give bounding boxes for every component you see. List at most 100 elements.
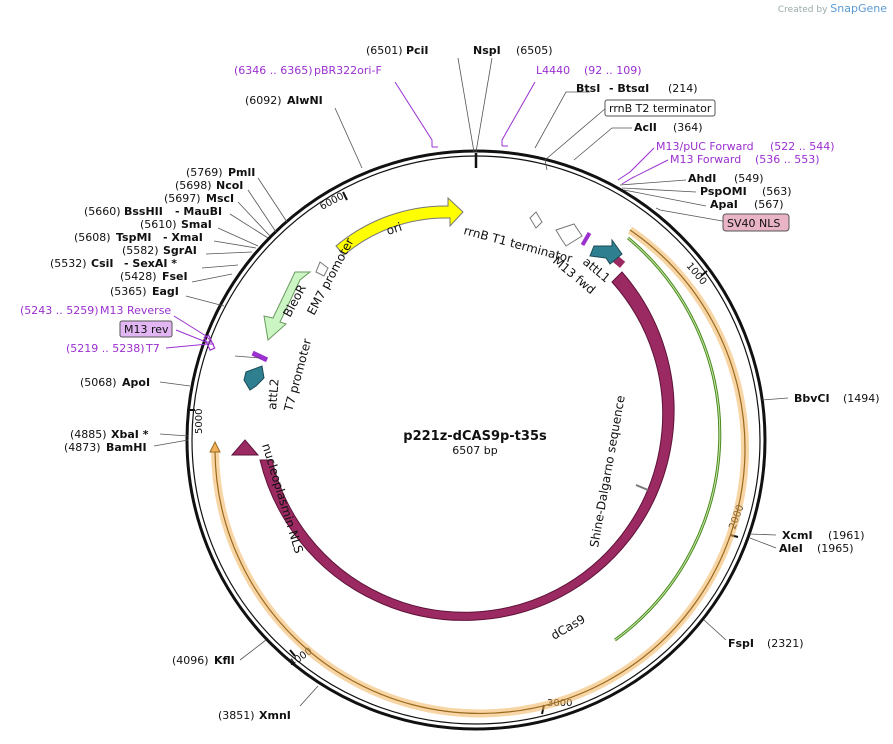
alwni-pos: (6092) xyxy=(245,94,282,107)
ahdi-name: AhdI xyxy=(688,172,716,185)
dcas9-arc xyxy=(259,271,675,621)
attl2-arrow xyxy=(243,365,265,391)
apoi-pos: (5068) xyxy=(80,376,117,389)
ori-arrow xyxy=(335,196,464,256)
bsshii-name: BssHII xyxy=(124,205,163,218)
ori-label: ori xyxy=(385,220,404,238)
ncoi-name: NcoI xyxy=(216,179,243,192)
xbai-name: XbaI * xyxy=(111,428,149,441)
bamhi-name: BamHI xyxy=(106,441,147,454)
bsshii-extra: - MauBI xyxy=(175,205,222,218)
orange-orf-line xyxy=(214,229,746,715)
xbai-pos: (4885) xyxy=(70,428,107,441)
fspi-name: FspI xyxy=(728,637,754,650)
smai-pos: (5610) xyxy=(140,218,177,231)
apai-pos: (567) xyxy=(754,198,784,211)
rrnb-t2-label: rrnB T2 terminator xyxy=(609,102,712,115)
m13rev-box-label: M13 rev xyxy=(124,323,169,336)
csii-name: CsiI xyxy=(91,257,113,270)
xmni-pos: (3851) xyxy=(218,709,255,722)
pcii-name: PciI xyxy=(406,44,428,57)
m13rev-name: M13 Reverse xyxy=(100,304,171,317)
kfli-pos: (4096) xyxy=(172,654,209,667)
btsi-name: BtsI xyxy=(576,82,600,95)
eagi-pos: (5365) xyxy=(110,285,147,298)
bbvci-pos: (1494) xyxy=(843,392,880,405)
tspmi-pos: (5608) xyxy=(74,231,111,244)
leader-lines xyxy=(153,57,789,707)
fsei-name: FseI xyxy=(162,270,188,283)
orange-orf-arrowhead xyxy=(209,440,221,453)
attl1-arrow xyxy=(589,238,623,265)
t7promoter-label: T7 promoter xyxy=(281,337,314,414)
kfli-name: KflI xyxy=(214,654,235,667)
btsi-extra: - BtsαI xyxy=(609,82,649,95)
eagi-name: EagI xyxy=(152,285,179,298)
t7-marker xyxy=(251,350,269,363)
apai-name: ApaI xyxy=(710,198,738,211)
credit-prefix: Created by xyxy=(777,5,828,15)
m13fwd-primer-name: M13 Forward xyxy=(670,153,741,166)
pspomi-name: PspOMI xyxy=(700,185,747,198)
em7-label: EM7 promoter xyxy=(304,236,356,318)
xcmi-pos: (1961) xyxy=(828,529,865,542)
m13rev-box xyxy=(119,320,173,338)
bamhi-pos: (4873) xyxy=(64,441,101,454)
btsi-pos: (214) xyxy=(668,82,698,95)
l4440-range: (92 .. 109) xyxy=(584,64,642,77)
msci-pos: (5697) xyxy=(164,192,201,205)
pbr322ori-name: pBR322ori-F xyxy=(314,64,382,77)
m13-fwd-marker xyxy=(580,231,592,247)
alwni-name: AlwNI xyxy=(287,94,323,107)
m13puc-name: M13/pUC Forward xyxy=(656,140,754,153)
m13fwd-primer-range: (536 .. 553) xyxy=(755,153,820,166)
pmli-pos: (5769) xyxy=(186,166,223,179)
snapgene-logo: SnapGene xyxy=(830,2,887,15)
sgrai-pos: (5582) xyxy=(122,244,159,257)
pmli-name: PmlI xyxy=(228,166,255,179)
m13puc-range: (522 .. 544) xyxy=(770,140,835,153)
shine-marker xyxy=(635,484,649,491)
nspi-name: NspI xyxy=(473,44,501,57)
csii-pos: (5532) xyxy=(50,257,87,270)
ncoi-pos: (5698) xyxy=(175,179,212,192)
alei-pos: (1965) xyxy=(817,542,854,555)
apoi-name: ApoI xyxy=(122,376,150,389)
ahdi-pos: (549) xyxy=(734,172,764,185)
tick-5000: 5000 xyxy=(194,409,205,434)
sgrai-name: SgrAI xyxy=(163,244,197,257)
attl2-label: attL2 xyxy=(265,378,282,410)
t7-name: T7 xyxy=(145,342,160,355)
tspmi-extra: - XmaI xyxy=(163,231,203,244)
fspi-pos: (2321) xyxy=(767,637,804,650)
pbr322ori-range: (6346 .. 6365) xyxy=(234,64,313,77)
bbvci-name: BbvCI xyxy=(794,392,830,405)
sv40-nls-box xyxy=(722,213,790,232)
enzyme-labels: (6501) PciI NspI (6505) (6092) AlwNI Bts… xyxy=(50,44,880,722)
l4440-name: L4440 xyxy=(536,64,570,77)
t7-range: (5219 .. 5238) xyxy=(66,342,145,355)
sv40-nls-label: SV40 NLS xyxy=(727,217,780,230)
xmni-name: XmnI xyxy=(259,709,291,722)
snapgene-credit: Created by SnapGene xyxy=(778,2,887,15)
csii-extra: - SexAI * xyxy=(124,257,177,270)
fsei-pos: (5428) xyxy=(120,270,157,283)
nspi-pos: (6505) xyxy=(516,44,553,57)
primer-labels: (6346 .. 6365) pBR322ori-F L4440 (92 .. … xyxy=(20,64,835,355)
shine-label: Shine-Dalgarno sequence xyxy=(587,394,628,548)
pspomi-pos: (563) xyxy=(762,185,792,198)
plasmid-name: p221z-dCAS9p-t35s xyxy=(403,429,547,444)
smai-name: SmaI xyxy=(181,218,212,231)
small-promoter-arrow xyxy=(555,223,583,247)
xcmi-name: XcmI xyxy=(782,529,813,542)
plasmid-size: 6507 bp xyxy=(452,444,497,457)
rrnb-t2-box xyxy=(604,99,716,117)
alei-name: AleI xyxy=(779,542,803,555)
em7-arrow xyxy=(315,261,329,277)
bleor-arrow xyxy=(263,271,312,341)
m13rev-range: (5243 .. 5259) xyxy=(20,304,99,317)
pcii-pos: (6501) xyxy=(366,44,403,57)
tspmi-name: TspMI xyxy=(116,231,152,244)
rrnb-t1-arrow xyxy=(529,211,543,229)
